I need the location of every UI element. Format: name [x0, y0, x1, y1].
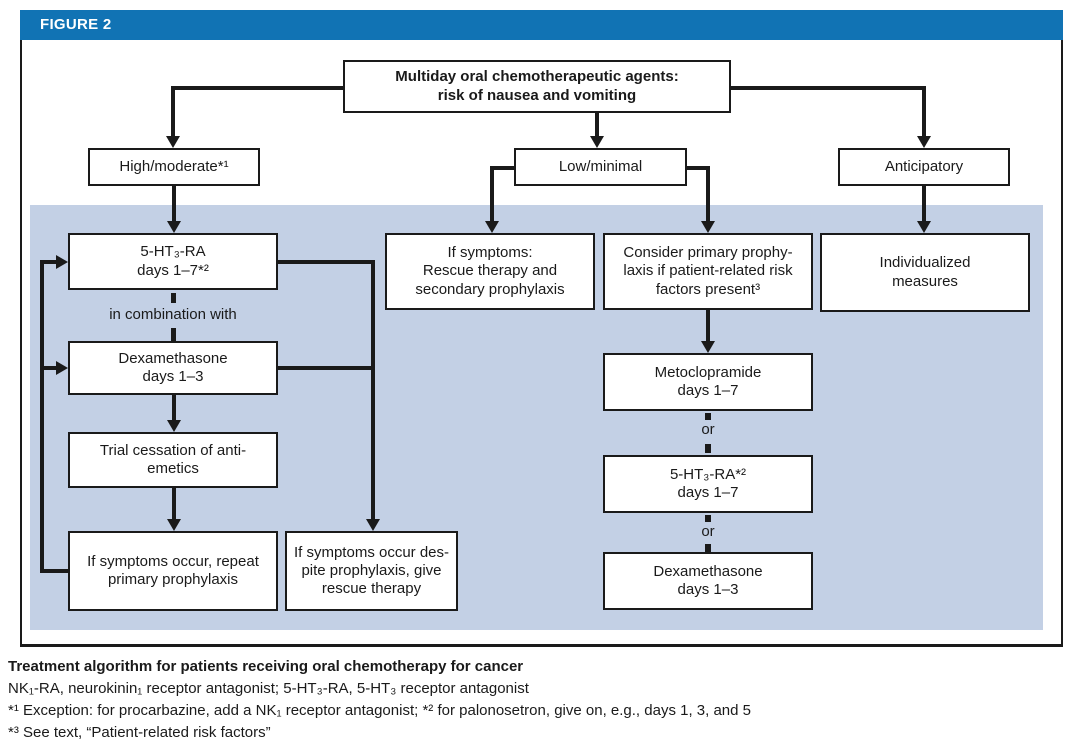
connector-consider-to-metoclopramide: [706, 310, 710, 341]
branch-anticipatory-label: Anticipatory: [884, 157, 964, 175]
connector-trial-to-repeat: [172, 488, 176, 519]
root-box-line1: Multiday oral chemotherapeutic agents:: [395, 68, 679, 86]
arrowhead-loop-to-ht3: [56, 255, 68, 269]
rail-from-dexamethasone-h: [278, 366, 375, 370]
metoclopramide-box: Metoclopramide days 1–7: [603, 353, 813, 411]
despite-line1: If symptoms occur des-: [293, 543, 450, 561]
ht3-low-line1: 5-HT₃-RA*²: [669, 465, 747, 483]
combiner-label: in combination with: [109, 306, 237, 323]
metoclopramide-line2: days 1–7: [677, 382, 739, 399]
repeat-line2: primary prophylaxis: [107, 571, 239, 588]
connector-root-to-high-h: [171, 86, 343, 90]
individualized-line2: measures: [892, 272, 958, 290]
arrowhead-to-consider: [701, 221, 715, 233]
ht3-ra-line1: 5-HT₃-RA: [140, 243, 206, 261]
dash-metoclopramide-or: [705, 413, 711, 420]
dash-or-ht3: [705, 444, 711, 453]
dexamethasone-box-high: Dexamethasone days 1–3: [68, 341, 278, 395]
loop-to-dexamethasone-h: [40, 366, 58, 370]
rescue-line1: If symptoms:: [447, 244, 533, 262]
dash-ht3-or: [705, 515, 711, 522]
individualized-line1: Individualized: [879, 254, 971, 272]
consider-line1: Consider primary prophy-: [623, 244, 793, 262]
branch-box-high-moderate: High/moderate*¹: [88, 148, 260, 186]
connector-low-right-h: [685, 166, 710, 170]
arrowhead-to-anticipatory: [917, 136, 931, 148]
individualized-measures-box: Individualized measures: [820, 233, 1030, 312]
or-label-2: or: [701, 523, 715, 540]
connector-high-to-ht3: [172, 186, 176, 221]
dexamethasone-high-line1: Dexamethasone: [118, 349, 228, 367]
dexamethasone-low-line2: days 1–3: [677, 581, 739, 598]
trial-line2: emetics: [147, 460, 199, 477]
ht3-ra-line2: days 1–7*²: [137, 261, 209, 279]
repeat-prophylaxis-box: If symptoms occur, repeat primary prophy…: [68, 531, 278, 611]
or-label-1: or: [701, 421, 715, 438]
branch-box-low-minimal: Low/minimal: [514, 148, 687, 186]
ht3-ra-low-box: 5-HT₃-RA*² days 1–7: [603, 455, 813, 513]
connector-low-left-v: [490, 166, 494, 221]
dash-combiner-to-dexamethasone: [171, 328, 176, 341]
figure-header-bar: FIGURE 2: [20, 10, 1063, 40]
ht3-ra-box: 5-HT₃-RA days 1–7*²: [68, 233, 278, 290]
root-box-line2: risk of nausea and vomiting: [437, 86, 637, 104]
arrowhead-to-high: [166, 136, 180, 148]
caption-footnote-1-2: *¹ Exception: for procarbazine, add a NK…: [8, 702, 751, 719]
trial-line1: Trial cessation of anti-: [99, 441, 247, 459]
dexamethasone-low-line1: Dexamethasone: [653, 562, 763, 580]
ht3-low-line2: days 1–7: [677, 484, 739, 501]
dash-ht3-to-combiner: [171, 293, 176, 303]
connector-root-to-anticipatory-h: [731, 86, 926, 90]
dexamethasone-high-line2: days 1–3: [142, 368, 204, 385]
connector-anticipatory-to-individualized: [922, 186, 926, 221]
consider-prophylaxis-box: Consider primary prophy- laxis if patien…: [603, 233, 813, 310]
loop-left-v: [40, 260, 44, 573]
figure-border-left: [20, 40, 22, 647]
figure-border-right: [1061, 40, 1063, 647]
arrowhead-to-individualized: [917, 221, 931, 233]
caption-title: Treatment algorithm for patients receivi…: [8, 658, 524, 675]
rescue-line2: Rescue therapy and: [422, 262, 558, 280]
trial-cessation-box: Trial cessation of anti- emetics: [68, 432, 278, 488]
caption-footnote-3: *³ See text, “Patient-related risk facto…: [8, 724, 271, 741]
connector-low-right-v: [706, 166, 710, 221]
branch-box-anticipatory: Anticipatory: [838, 148, 1010, 186]
arrowhead-to-repeat: [167, 519, 181, 531]
dexamethasone-box-low: Dexamethasone days 1–3: [603, 552, 813, 610]
branch-high-label: High/moderate*¹: [119, 157, 229, 175]
caption-abbreviations: NK₁-RA, neurokinin₁ receptor antagonist;…: [8, 680, 529, 697]
despite-line2: pite prophylaxis, give: [301, 561, 442, 579]
connector-dexamethasone-to-trial: [172, 395, 176, 420]
figure-label: FIGURE 2: [40, 16, 112, 33]
despite-prophylaxis-box: If symptoms occur des- pite prophylaxis,…: [285, 531, 458, 611]
arrowhead-to-rescue: [485, 221, 499, 233]
loop-bottom-h: [40, 569, 68, 573]
arrowhead-loop-to-dexamethasone: [56, 361, 68, 375]
arrowhead-to-despite: [366, 519, 380, 531]
loop-to-ht3-h: [40, 260, 58, 264]
metoclopramide-line1: Metoclopramide: [654, 363, 762, 381]
despite-line3: rescue therapy: [321, 580, 422, 598]
consider-line2: laxis if patient-related risk: [623, 262, 793, 280]
repeat-line1: If symptoms occur, repeat: [87, 552, 259, 570]
arrowhead-to-metoclopramide: [701, 341, 715, 353]
connector-root-to-anticipatory-v: [922, 86, 926, 136]
consider-line3: factors present³: [655, 280, 761, 298]
root-box: Multiday oral chemotherapeutic agents: r…: [343, 60, 731, 113]
rescue-line3: secondary prophylaxis: [415, 280, 565, 298]
arrowhead-to-ht3: [167, 221, 181, 233]
rescue-therapy-box: If symptoms: Rescue therapy and secondar…: [385, 233, 595, 310]
dash-or-dexamethasone: [705, 544, 711, 552]
rail-v: [371, 260, 375, 519]
connector-low-left-h: [490, 166, 516, 170]
figure-border-bottom: [20, 644, 1063, 647]
branch-low-label: Low/minimal: [558, 157, 643, 175]
arrowhead-to-low: [590, 136, 604, 148]
rail-from-ht3-h: [278, 260, 375, 264]
arrowhead-to-trial: [167, 420, 181, 432]
connector-root-to-high-v: [171, 86, 175, 136]
connector-root-to-low-v: [595, 113, 599, 136]
